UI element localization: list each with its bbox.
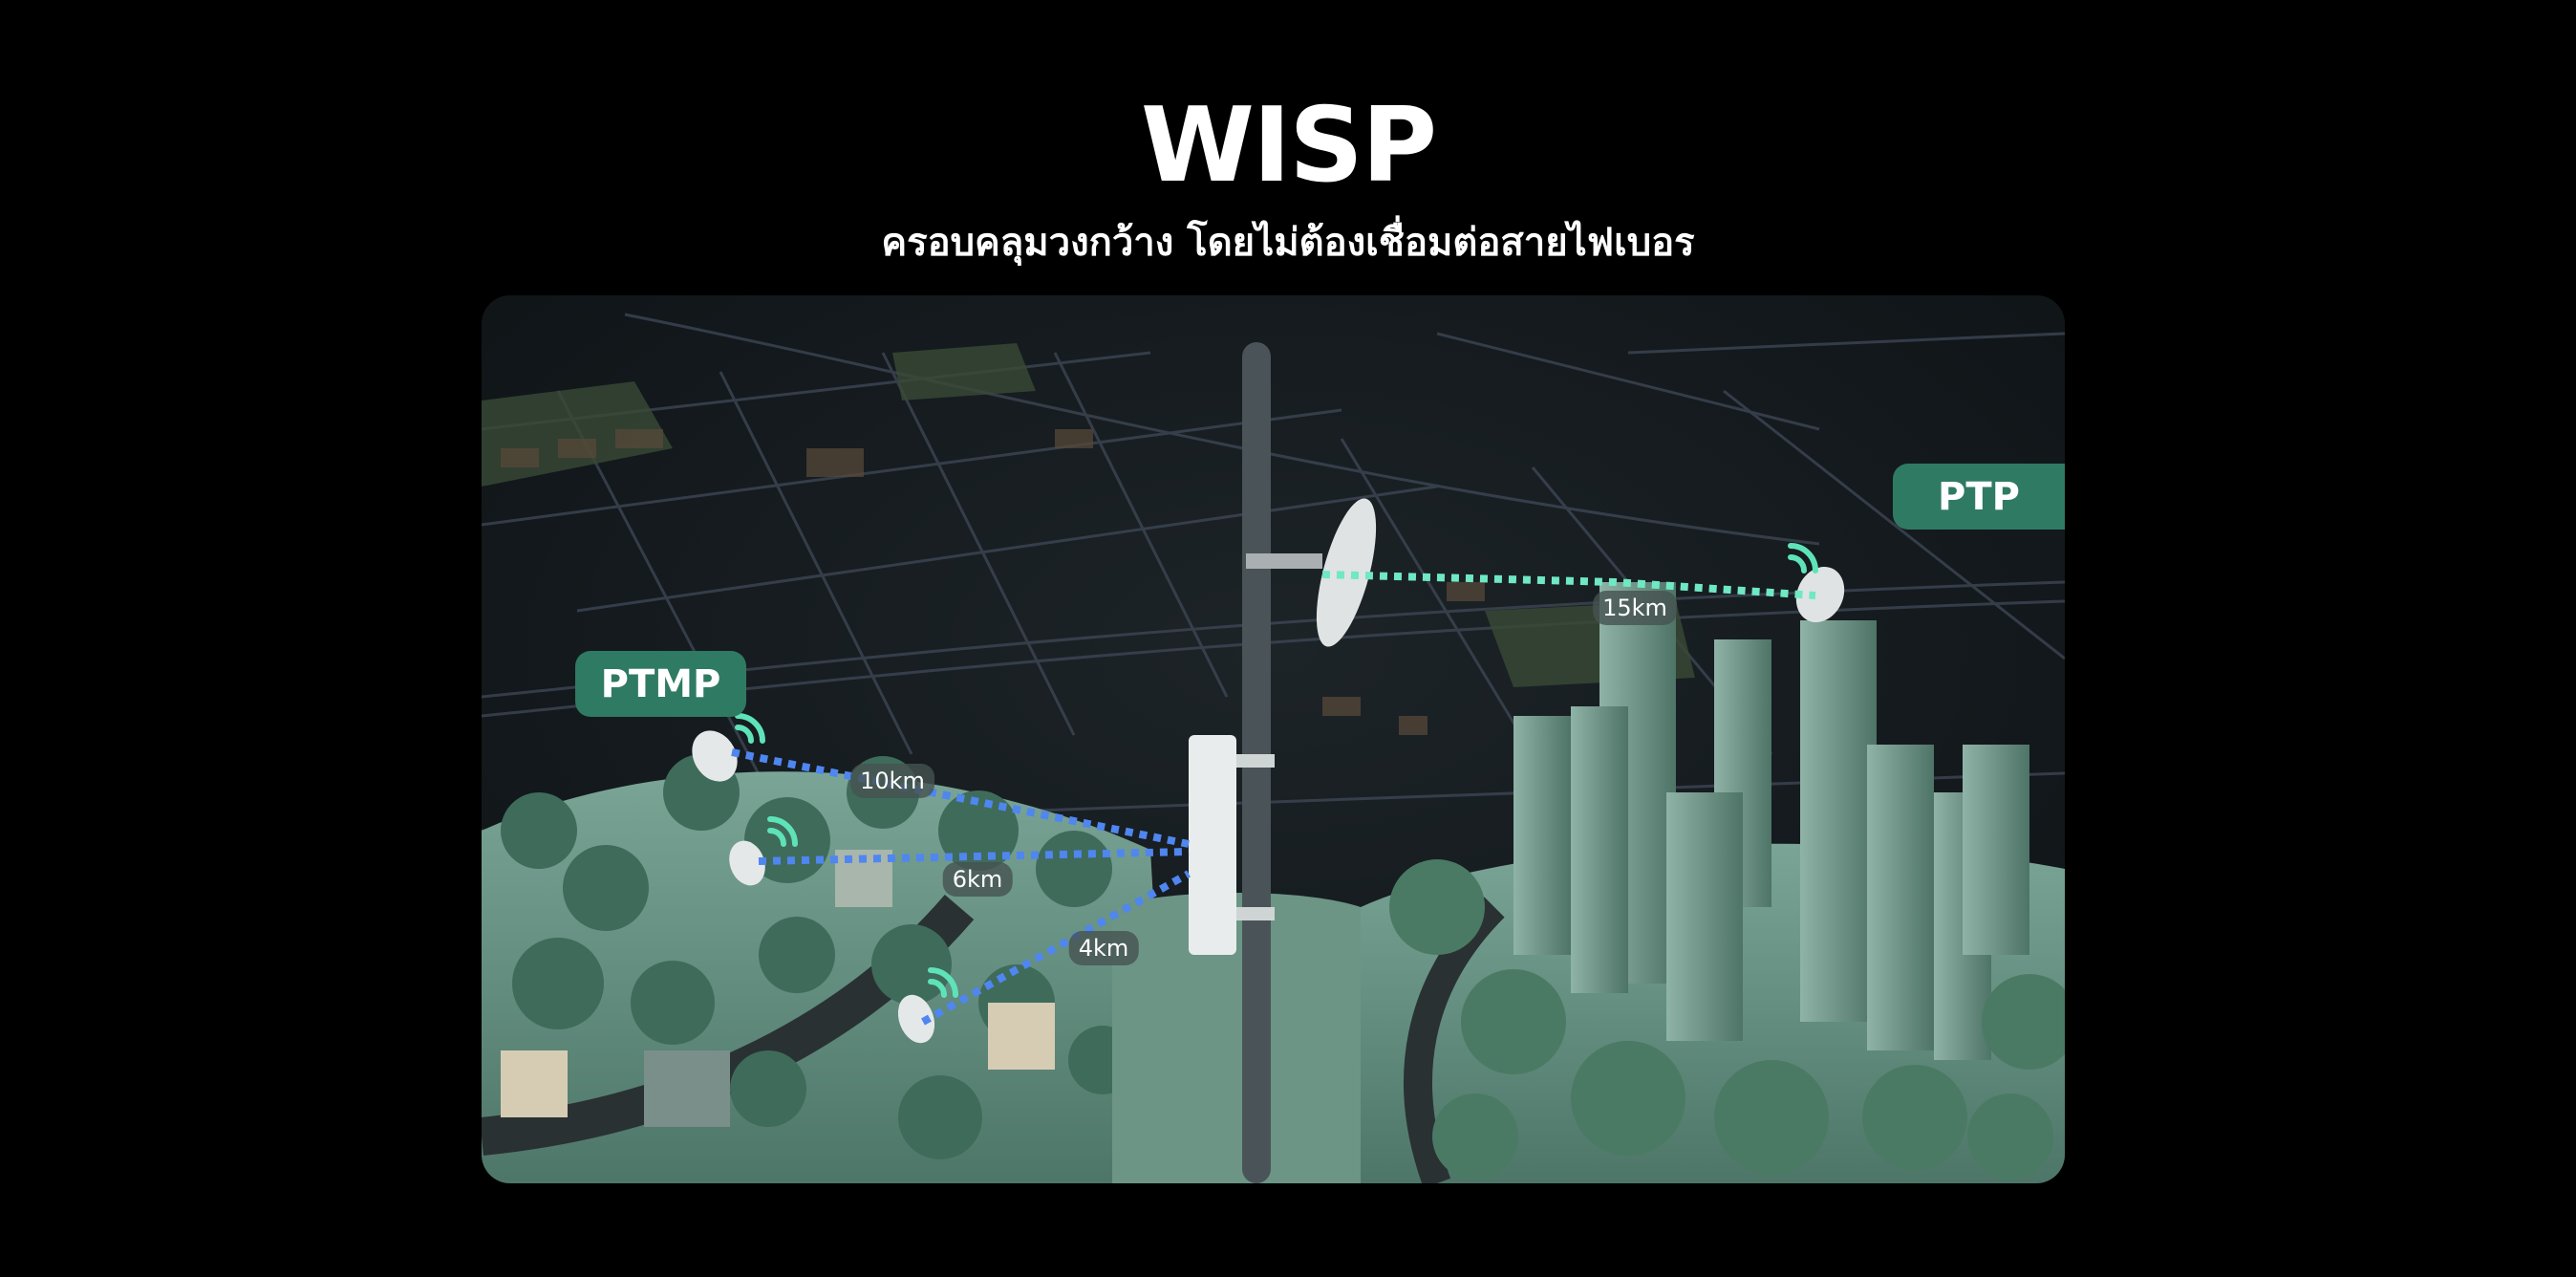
- page-title: WISP: [1140, 86, 1437, 206]
- distance-label-4km: 4km: [1068, 931, 1139, 965]
- ptp-dish-tower: [1246, 498, 1377, 647]
- network-scene: [482, 295, 2065, 1183]
- distance-label-10km: 10km: [850, 764, 934, 798]
- ptp-link: [1321, 571, 1816, 599]
- wifi-signal-icons: [735, 543, 1818, 998]
- city-island: [1342, 582, 2065, 1183]
- residential-island: [482, 754, 1170, 1183]
- distance-label-6km: 6km: [942, 862, 1013, 897]
- street-map: [482, 313, 2065, 833]
- ptp-label: PTP: [1893, 464, 2065, 530]
- distance-label-15km: 15km: [1593, 591, 1677, 625]
- map-buildings: [501, 429, 1485, 735]
- ptmp-label: PTMP: [575, 651, 746, 717]
- page-subtitle: ครอบคลุมวงกว้าง โดยไม่ต้องเชื่อมต่อสายไฟ…: [881, 221, 1695, 265]
- ptmp-links: [731, 748, 1191, 1026]
- sector-antenna: [1189, 735, 1275, 955]
- ptp-dish-remote: [1795, 566, 1845, 623]
- tower-base: [1112, 893, 1361, 1183]
- ptmp-dishes: [692, 730, 935, 1044]
- wisp-illustration: PTMP PTP 10km 6km 4km 15km: [482, 295, 2065, 1183]
